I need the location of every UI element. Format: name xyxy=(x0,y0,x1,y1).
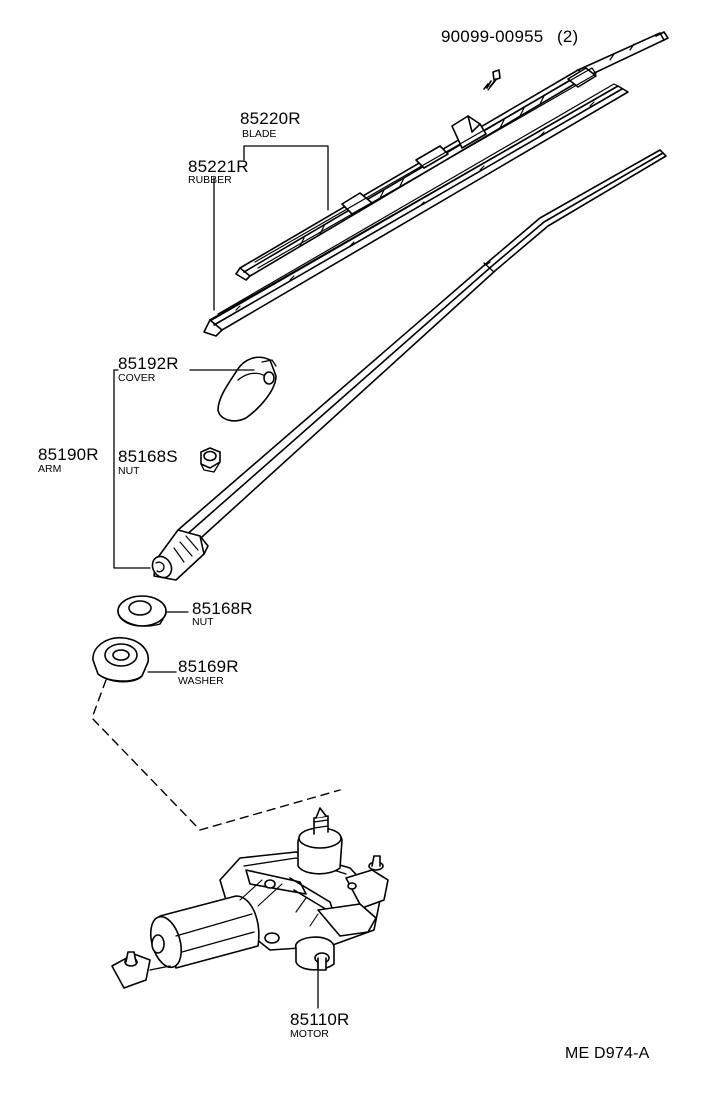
arm-part-number: 85190R xyxy=(38,445,99,464)
nut-part-number: 85168R xyxy=(192,599,253,618)
nut-part-name: NUT xyxy=(192,616,214,628)
diagram-code: ME D974-A xyxy=(565,1045,650,1062)
arm-nut-part-name: NUT xyxy=(118,465,140,477)
motor-part-number: 85110R xyxy=(290,1010,350,1029)
motor-part-name: MOTOR xyxy=(290,1028,329,1040)
rubber-part-name: RUBBER xyxy=(188,174,232,186)
arm-nut-part-number: 85168S xyxy=(118,447,178,466)
washer-part-name: WASHER xyxy=(178,675,224,687)
rubber-part xyxy=(203,83,629,337)
motor-part xyxy=(111,807,389,989)
blade-part-name: BLADE xyxy=(242,128,277,140)
cover-part-number: 85192R xyxy=(118,354,179,373)
blade-part xyxy=(235,31,669,281)
washer-part-number: 85169R xyxy=(178,657,239,676)
rubber-part-number: 85221R xyxy=(188,157,249,176)
screw-part xyxy=(483,69,501,91)
arm-part xyxy=(151,149,667,581)
screw-part-number: 90099-00955 xyxy=(441,27,544,46)
blade-part-number: 85220R xyxy=(240,109,301,128)
cover-part xyxy=(217,356,277,422)
screw-quantity: (2) xyxy=(557,27,579,46)
washer-part xyxy=(92,636,149,683)
leader-lines xyxy=(113,145,329,1009)
arm-part-name: ARM xyxy=(38,463,62,475)
nut-part xyxy=(117,595,167,627)
cover-part-name: COVER xyxy=(118,372,156,384)
arm-nut-part xyxy=(200,447,221,473)
assembly-guide-line xyxy=(91,679,341,831)
